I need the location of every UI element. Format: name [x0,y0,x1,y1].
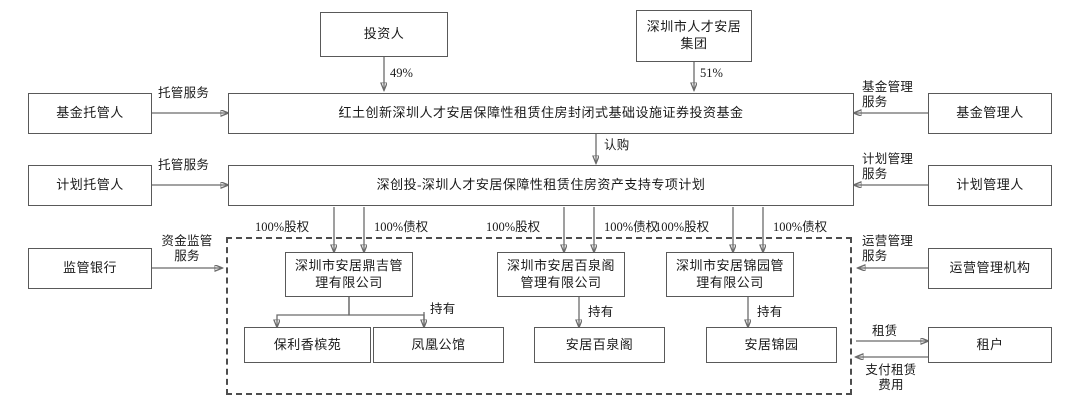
project-company-region [226,237,852,395]
label-debt-2: 100%债权 [604,220,659,234]
box-operation-manager[interactable]: 运营管理机构 [928,248,1052,289]
label-investor-percent: 49% [390,66,413,80]
label-hold-3: 持有 [757,305,783,319]
box-fund[interactable]: 红土创新深圳人才安居保障性租赁住房封闭式基础设施证券投资基金 [228,93,854,134]
box-asset-anju-baiquange[interactable]: 安居百泉阁 [534,327,665,363]
label-lease: 租赁 [872,324,898,338]
label-plan-custody-service: 托管服务 [158,158,210,172]
box-fund-manager[interactable]: 基金管理人 [928,93,1052,134]
label-operation-management-service: 运营管理服务 [862,234,914,263]
label-fund-supervision-service: 资金监管服务 [161,234,213,263]
label-debt-3: 100%债权 [773,220,828,234]
box-plan-custodian[interactable]: 计划托管人 [28,165,152,206]
box-asset-anju-jinyuan[interactable]: 安居锦园 [706,327,837,363]
box-supervision-bank[interactable]: 监管银行 [28,248,152,289]
box-plan-manager[interactable]: 计划管理人 [928,165,1052,206]
box-spv-anju-baiquange[interactable]: 深圳市安居百泉阁管理有限公司 [497,252,625,297]
box-spv-anju-dingji[interactable]: 深圳市安居鼎吉管理有限公司 [285,252,413,297]
label-equity-1: 100%股权 [255,220,310,234]
label-subscription: 认购 [604,138,630,152]
label-hold-2: 持有 [588,305,614,319]
label-hold-1: 持有 [430,302,456,316]
label-equity-2: 100%股权 [486,220,541,234]
label-pay-rent: 支付租赁费用 [865,363,917,392]
box-talent-group[interactable]: 深圳市人才安居集团 [636,10,752,62]
box-plan[interactable]: 深创投-深圳人才安居保障性租赁住房资产支持专项计划 [228,165,854,206]
box-spv-anju-jinyuan[interactable]: 深圳市安居锦园管理有限公司 [666,252,794,297]
label-fund-management-service: 基金管理服务 [862,80,914,109]
box-fund-custodian[interactable]: 基金托管人 [28,93,152,134]
box-asset-fenghuang-gongguan[interactable]: 凤凰公馆 [373,327,504,363]
label-talent-group-percent: 51% [700,66,723,80]
box-investor[interactable]: 投资人 [320,12,448,57]
box-asset-baoli-xiangbinyuan[interactable]: 保利香槟苑 [244,327,371,363]
label-equity-3: 100%股权 [655,220,710,234]
label-fund-custody-service: 托管服务 [158,86,210,100]
label-debt-1: 100%债权 [374,220,429,234]
label-plan-management-service: 计划管理服务 [862,152,914,181]
box-tenant[interactable]: 租户 [928,327,1052,363]
